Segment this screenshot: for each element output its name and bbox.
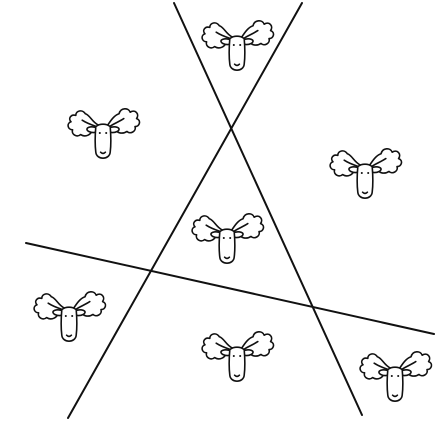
moose-head-icon [202, 21, 273, 70]
moose-head-icon [192, 214, 263, 263]
moose-head-icon [68, 109, 139, 158]
moose-head-icon [360, 352, 431, 401]
moose-head-icon [330, 149, 401, 198]
moose-head-icon [202, 332, 273, 381]
moose-head-icon [34, 292, 105, 341]
